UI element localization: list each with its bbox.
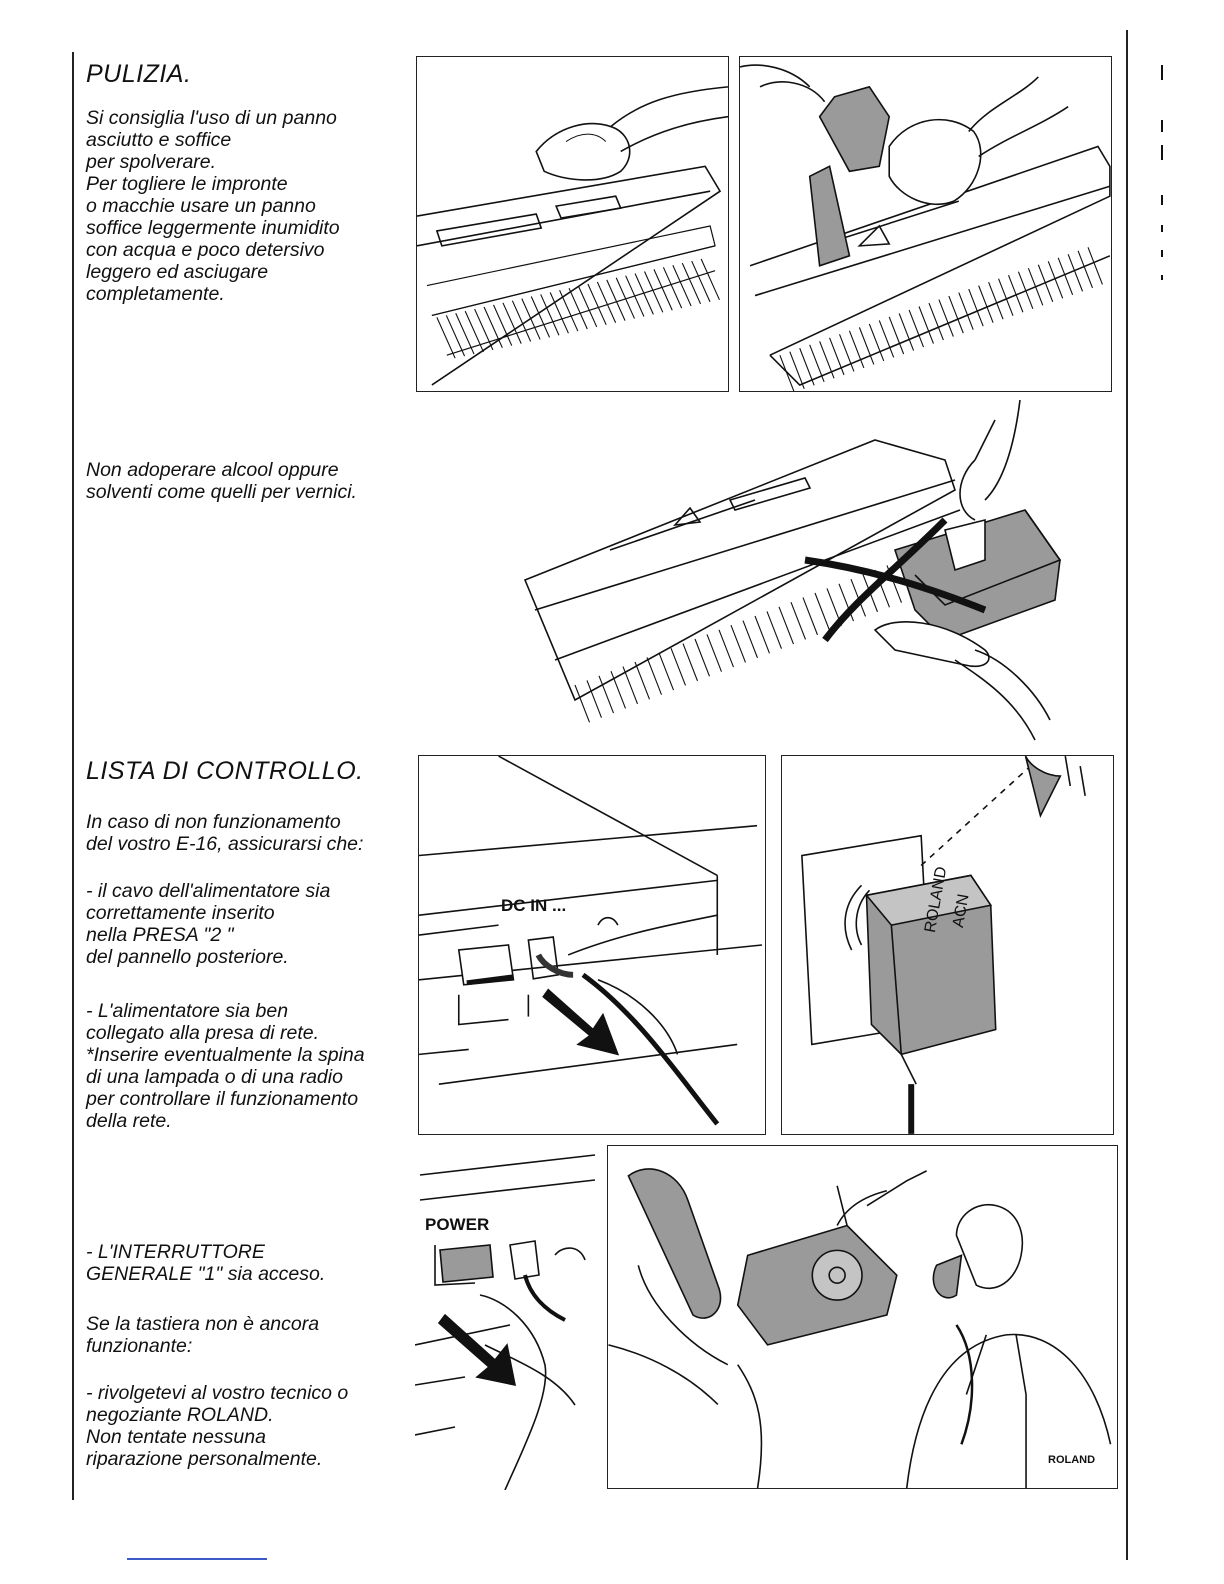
text-line: per spolverare.: [86, 151, 217, 173]
text-line: nella PRESA "2 ": [86, 924, 234, 946]
power-label: POWER: [425, 1215, 490, 1234]
checklist-note: Se la tastiera non è ancora funzionante:: [86, 1313, 319, 1357]
text-line: - rivolgetevi al vostro tecnico o: [86, 1382, 349, 1404]
text-line: funzionante:: [86, 1335, 193, 1357]
text-line: o macchie usare un panno: [86, 195, 316, 217]
text-line: Non tentate nessuna: [86, 1426, 266, 1448]
checklist-intro: In caso di non funzionamento del vostro …: [86, 811, 363, 855]
text-line: - il cavo dell'alimentatore sia: [86, 880, 331, 902]
text-line: soffice leggermente inumidito: [86, 217, 340, 239]
text-line: del pannello posteriore.: [86, 946, 289, 968]
power-switch-illustration: POWER: [415, 1145, 600, 1490]
text-line: per controllare il funzionamento: [86, 1088, 359, 1110]
wall-adapter-illustration: ROLAND ACN: [781, 755, 1114, 1135]
checklist-item-service: - rivolgetevi al vostro tecnico o negozi…: [86, 1382, 348, 1470]
technician-badge-text: ROLAND: [1048, 1454, 1096, 1466]
text-line: collegato alla presa di rete.: [86, 1022, 320, 1044]
dusting-illustration: [416, 56, 729, 392]
dc-in-label: DC IN ...: [501, 896, 567, 915]
right-margin-rule: [1126, 30, 1128, 1560]
cropped-column-marks: [1152, 60, 1182, 310]
checklist-item-adapter: - L'alimentatore sia ben collegato alla …: [86, 1000, 365, 1132]
dc-in-illustration: DC IN ...: [418, 755, 766, 1135]
no-solvent-illustration: [515, 400, 1095, 750]
checklist-heading: LISTA DI CONTROLLO.: [86, 757, 364, 785]
text-line: riparazione personalmente.: [86, 1448, 323, 1470]
cleaning-heading: PULIZIA.: [86, 60, 192, 88]
text-line: Per togliere le impronte: [86, 173, 288, 195]
left-margin-rule: [72, 52, 74, 1500]
checklist-item-power: - L'INTERRUTTORE GENERALE "1" sia acceso…: [86, 1241, 325, 1285]
text-line: - L'alimentatore sia ben: [86, 1000, 289, 1022]
text-line: della rete.: [86, 1110, 172, 1132]
text-line: asciutto e soffice: [86, 129, 232, 151]
text-line: solventi come quelli per vernici.: [86, 481, 357, 503]
text-line: *Inserire eventualmente la spina: [86, 1044, 365, 1066]
solvent-warning: Non adoperare alcool oppure solventi com…: [86, 459, 357, 503]
text-line: leggero ed asciugare: [86, 261, 269, 283]
text-line: In caso di non funzionamento: [86, 811, 341, 833]
text-line: GENERALE "1" sia acceso.: [86, 1263, 326, 1285]
text-line: Non adoperare alcool oppure: [86, 459, 339, 481]
text-line: del vostro E-16, assicurarsi che:: [86, 833, 364, 855]
text-line: negoziante ROLAND.: [86, 1404, 274, 1426]
text-line: correttamente inserito: [86, 902, 275, 924]
checklist-item-cable: - il cavo dell'alimentatore sia corretta…: [86, 880, 330, 968]
text-line: Se la tastiera non è ancora: [86, 1313, 320, 1335]
text-line: con acqua e poco detersivo: [86, 239, 325, 261]
page-footer-bar: [127, 1558, 267, 1560]
text-line: di una lampada o di una radio: [86, 1066, 343, 1088]
text-line: completamente.: [86, 283, 225, 305]
text-line: - L'INTERRUTTORE: [86, 1241, 265, 1263]
cleaning-instructions: Si consiglia l'uso di un panno asciutto …: [86, 107, 340, 305]
damp-cloth-illustration: [739, 56, 1112, 392]
text-line: Si consiglia l'uso di un panno: [86, 107, 337, 129]
call-technician-illustration: ROLAND: [607, 1145, 1118, 1489]
